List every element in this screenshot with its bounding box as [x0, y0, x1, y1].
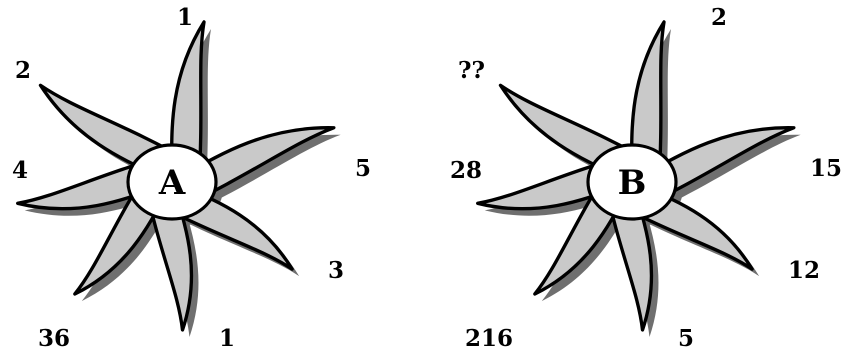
flower-a-number-right: 5 — [355, 155, 371, 182]
flower-b-center-label: B — [618, 163, 647, 203]
flower-b-number-right: 15 — [810, 155, 842, 182]
flower-b-number-left: 28 — [450, 157, 482, 184]
flower-a-number-upper-left: 2 — [15, 57, 31, 84]
flower-b-number-top: 2 — [711, 4, 727, 31]
flower-b-number-upper-left: ?? — [458, 57, 485, 84]
flower-a-petals: A — [15, 20, 343, 330]
flower-b-number-lower-left: 216 — [465, 325, 513, 352]
flower-a-number-lower-left: 36 — [38, 325, 70, 352]
flower-a-number-top: 1 — [177, 4, 193, 31]
flower-b-number-lower-right: 12 — [788, 257, 820, 284]
flower-a-number-bottom: 1 — [219, 325, 235, 352]
flower-a: A 1 2 4 5 3 1 36 — [12, 4, 371, 352]
flower-a-number-left: 4 — [12, 157, 28, 184]
flower-b: B 2 ?? 28 15 12 5 216 — [450, 4, 842, 352]
flower-b-petals: B — [475, 20, 803, 330]
flower-a-center-label: A — [158, 163, 186, 203]
flower-b-number-bottom: 5 — [678, 325, 694, 352]
flower-a-number-lower-right: 3 — [328, 257, 344, 284]
